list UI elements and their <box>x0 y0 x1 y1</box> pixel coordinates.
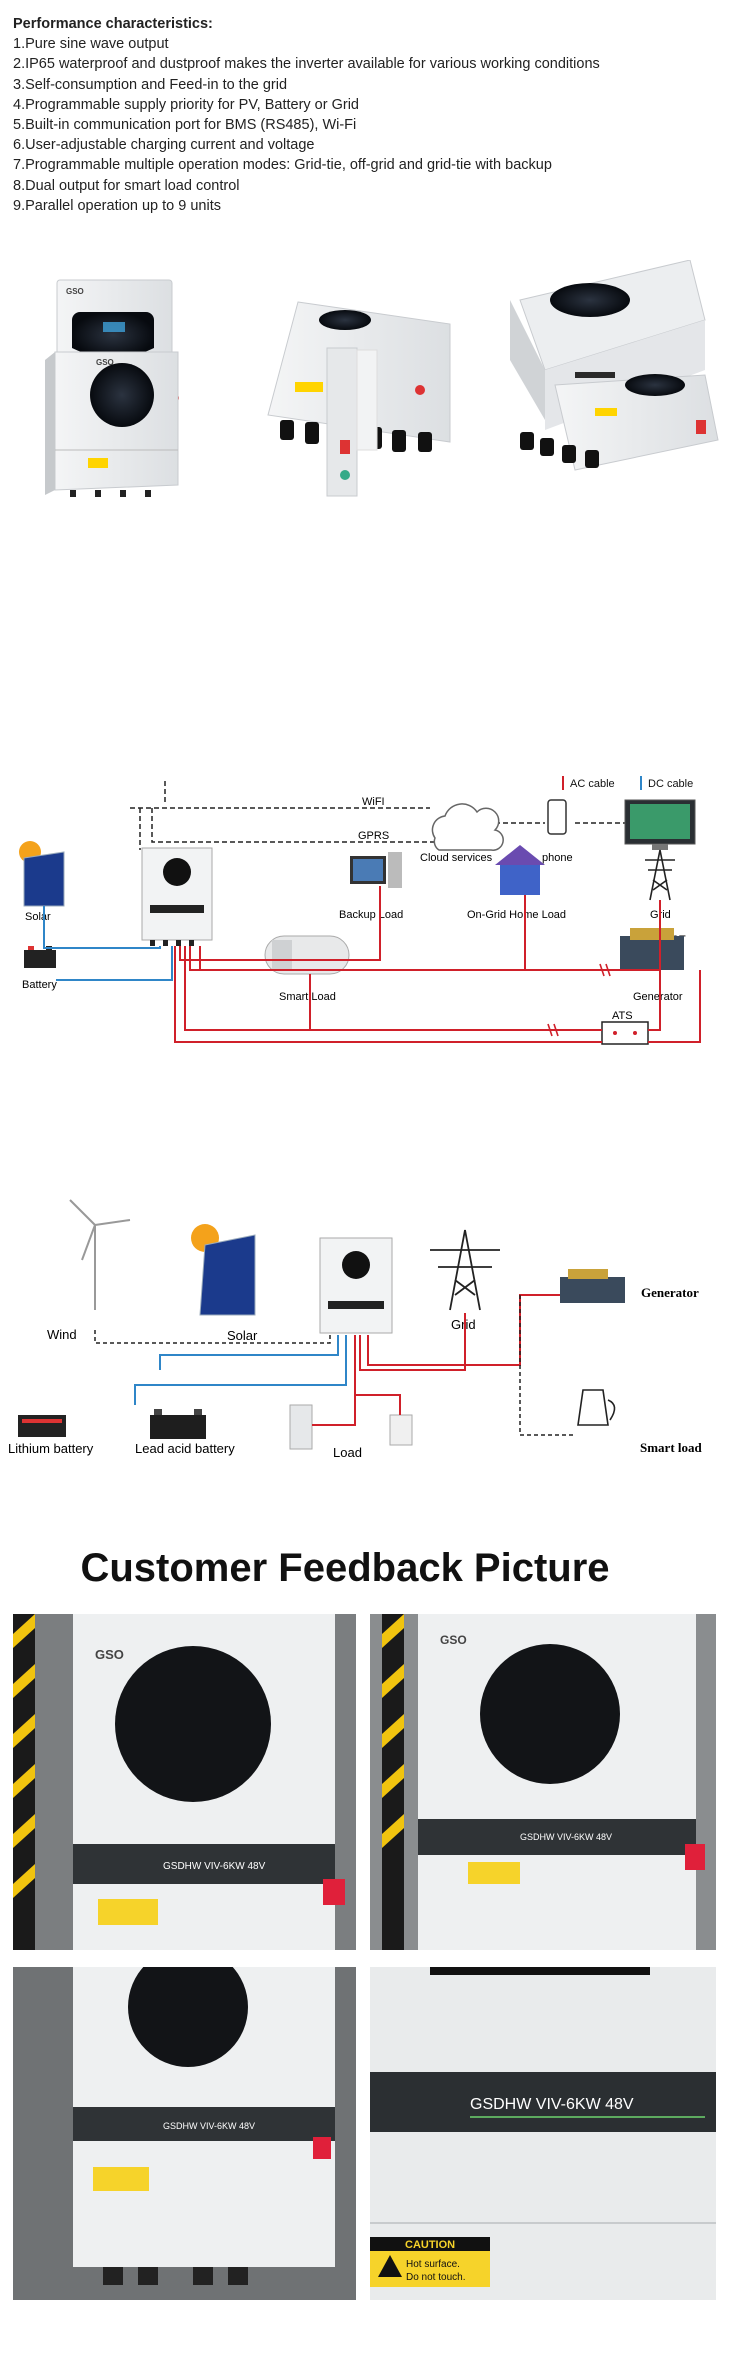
legend-ac-label: AC cable <box>570 778 615 790</box>
model-label: GSDHW VIV-6KW 48V <box>163 1861 266 1872</box>
feedback-photo-4: GSDHW VIV-6KW 48V CAUTION Hot surface. D… <box>370 1967 716 2300</box>
battery-icon <box>24 946 56 968</box>
model-label: GSDHW VIV-6KW 48V <box>520 1832 612 1842</box>
brand-logo: GSO <box>66 287 84 296</box>
inverter-icon <box>141 847 213 946</box>
smart-load-label: Smart load <box>640 1440 703 1455</box>
performance-characteristics: Performance characteristics: 1.Pure sine… <box>13 14 733 216</box>
feature-item: 4.Programmable supply priority for PV, B… <box>13 96 359 113</box>
phone-icon <box>547 799 567 835</box>
inverter-icon <box>319 1237 393 1334</box>
home-load-label: On-Grid Home Load <box>467 909 566 921</box>
ats-box <box>601 1021 649 1045</box>
lithium-battery-icon <box>18 1415 66 1437</box>
inverter-angle-view: GSO <box>45 351 179 497</box>
inverter-narrow-side-view <box>326 347 378 497</box>
caution-text-2: Do not touch. <box>406 2272 465 2283</box>
generator-icon <box>560 1269 625 1303</box>
cloud-icon <box>431 803 504 851</box>
system-diagram: AC cable DC cable WiFI GPRS Cloud servic… <box>19 776 701 1045</box>
grid-tower-icon <box>430 1229 500 1311</box>
phone-label: phone <box>542 852 573 864</box>
features-title: Performance characteristics: <box>13 16 213 32</box>
solar-panel-icon <box>191 1224 256 1316</box>
grid-label: Grid <box>451 1317 476 1332</box>
feature-item: 5.Built-in communication port for BMS (R… <box>13 117 357 134</box>
solar-label: Solar <box>25 911 51 923</box>
water-heater-icon <box>264 935 350 975</box>
feature-item: 9.Parallel operation up to 9 units <box>13 197 221 214</box>
feature-item: 6.User-adjustable charging current and v… <box>13 137 315 154</box>
feedback-photo-2: GSO GSDHW VIV-6KW 48V <box>370 1614 716 1950</box>
solar-label: Solar <box>227 1328 258 1343</box>
kettle-icon <box>577 1389 616 1426</box>
feedback-photo-1: GSO GSDHW VIV-6KW 48V <box>13 1614 356 1950</box>
backup-load-label: Backup Load <box>339 909 403 921</box>
caution-label: CAUTION <box>405 2239 455 2251</box>
generator-label: Generator <box>633 991 683 1003</box>
brand-logo: GSO <box>95 1647 124 1662</box>
battery-label: Battery <box>22 979 57 991</box>
feedback-heading: Customer Feedback Picture <box>80 1546 610 1590</box>
brand-logo: GSO <box>440 1633 467 1647</box>
generator-icon <box>620 928 684 970</box>
caution-text-1: Hot surface. <box>406 2259 460 2270</box>
monitor-icon <box>624 799 696 850</box>
generator-label: Generator <box>641 1285 699 1300</box>
energy-sources-diagram: Wind Solar Grid Generator Smart load Lit… <box>8 1199 703 1460</box>
feature-item: 1.Pure sine wave output <box>13 36 169 53</box>
grid-tower-icon <box>645 849 675 901</box>
appliances-icon <box>289 1404 413 1450</box>
wind-turbine-icon <box>69 1199 131 1310</box>
smart-load-label: Smart Load <box>279 991 336 1003</box>
computer-icon <box>350 852 402 888</box>
home-icon <box>495 845 545 895</box>
product-photos: GSO GSO <box>45 260 719 497</box>
feature-item: 7.Programmable multiple operation modes:… <box>13 157 552 174</box>
ats-label: ATS <box>612 1010 633 1022</box>
feature-item: 3.Self-consumption and Feed-in to the gr… <box>13 76 288 93</box>
model-label: GSDHW VIV-6KW 48V <box>163 2121 255 2131</box>
lead-acid-battery-icon <box>150 1409 206 1439</box>
model-label: GSDHW VIV-6KW 48V <box>470 2096 634 2113</box>
wind-label: Wind <box>47 1327 77 1342</box>
load-label: Load <box>333 1445 362 1460</box>
feature-item: 8.Dual output for smart load control <box>13 177 240 194</box>
wifi-label: WiFI <box>362 796 385 808</box>
gprs-label: GPRS <box>358 830 389 842</box>
cloud-label: Cloud services <box>420 852 493 864</box>
lead-acid-label: Lead acid battery <box>135 1441 235 1456</box>
legend-dc-label: DC cable <box>648 778 693 790</box>
feedback-photo-3: GSDHW VIV-6KW 48V <box>13 1967 356 2300</box>
inverter-connector-view <box>520 374 719 471</box>
svg-text:GSO: GSO <box>96 358 114 367</box>
solar-panel-icon <box>19 841 65 907</box>
lithium-label: Lithium battery <box>8 1441 94 1456</box>
feature-item: 2.IP65 waterproof and dustproof makes th… <box>13 56 600 73</box>
